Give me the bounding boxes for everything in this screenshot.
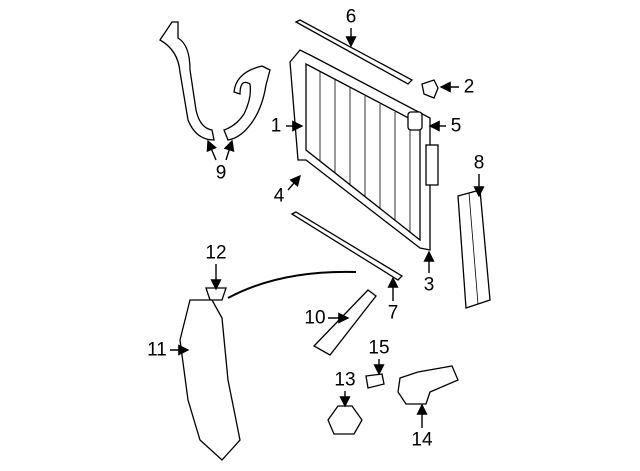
callout-3: 3 — [423, 274, 435, 296]
lower-seal — [290, 211, 404, 281]
callout-14: 14 — [411, 429, 433, 451]
bracket — [421, 79, 439, 99]
reservoir-cap — [205, 287, 227, 301]
radiator-hoses — [159, 21, 271, 141]
callout-4: 4 — [273, 185, 285, 207]
callout-9: 9 — [215, 162, 227, 184]
callout-8: 8 — [473, 152, 485, 174]
thermostat-housing — [397, 365, 459, 405]
callout-7: 7 — [387, 302, 399, 324]
callout-2: 2 — [463, 76, 475, 98]
thermostat — [327, 405, 363, 435]
coolant-reservoir — [179, 299, 241, 461]
callout-12: 12 — [205, 242, 227, 264]
side-seal — [457, 189, 491, 309]
callout-11: 11 — [147, 339, 167, 361]
callout-10: 10 — [304, 307, 326, 329]
callout-13: 13 — [334, 369, 356, 391]
callout-6: 6 — [345, 6, 357, 28]
callout-1: 1 — [270, 115, 282, 137]
upper-seal — [294, 19, 414, 85]
callout-5: 5 — [450, 115, 462, 137]
callout-15: 15 — [368, 337, 390, 359]
radiator — [289, 49, 439, 251]
bolt — [365, 373, 385, 389]
